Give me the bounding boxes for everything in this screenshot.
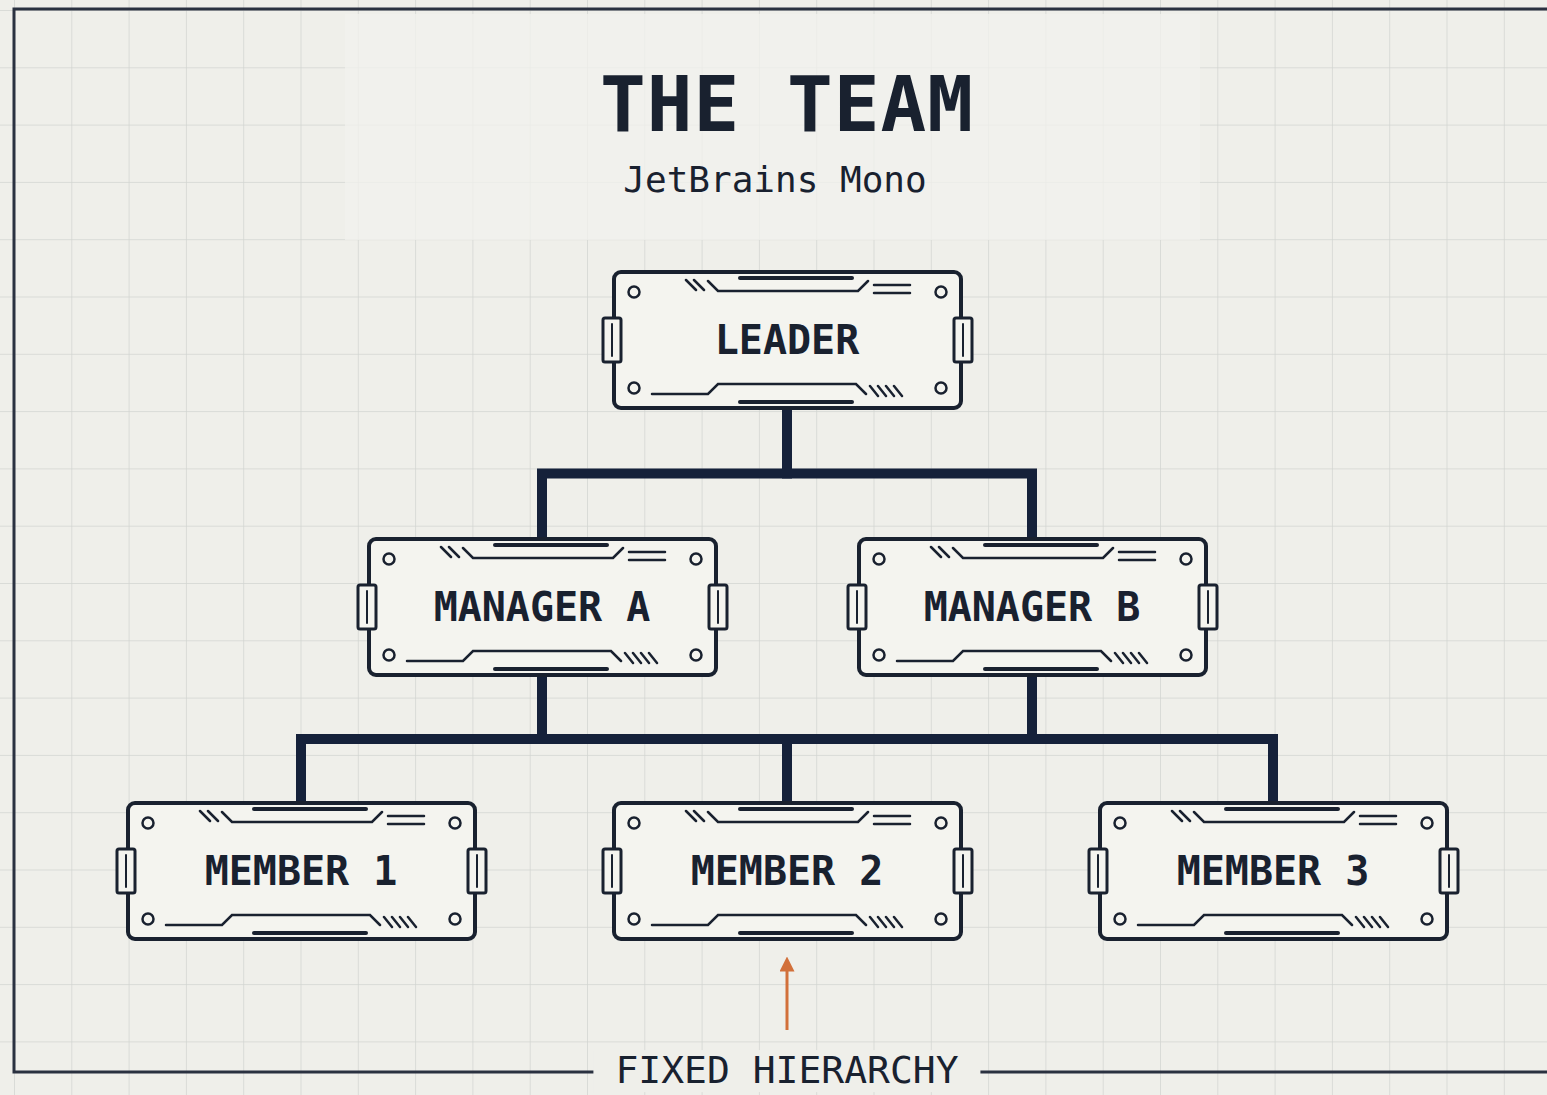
side-tab-line <box>611 855 613 887</box>
rivet-dot <box>873 650 884 661</box>
side-tab-line <box>717 591 719 623</box>
side-tab <box>1089 849 1107 893</box>
hierarchy-connector <box>787 677 1032 801</box>
hierarchy-connector <box>301 677 1032 801</box>
bottom-bar <box>254 931 366 935</box>
rivet-dot <box>935 914 946 925</box>
side-tab-line <box>962 855 964 887</box>
side-tab-line <box>476 855 478 887</box>
rivet-dot <box>628 287 639 298</box>
hierarchy-connector <box>787 410 1032 537</box>
side-tab <box>1199 585 1217 629</box>
diagram-caption: FIXED HIERARCHY <box>593 1050 980 1092</box>
rivet-dot <box>1114 818 1125 829</box>
team-box: MEMBER 3 <box>1098 801 1449 941</box>
box-label: MEMBER 1 <box>205 848 398 894</box>
rivet-dot <box>690 554 701 565</box>
bottom-bar <box>495 667 607 671</box>
top-bar <box>985 543 1097 547</box>
bottom-bar <box>1226 931 1338 935</box>
rivet-dot <box>449 914 460 925</box>
circuit-trace <box>407 651 657 663</box>
circuit-trace <box>897 651 1147 663</box>
team-box: MANAGER A <box>367 537 718 677</box>
side-tab-line <box>1207 591 1209 623</box>
hierarchy-connector <box>1032 677 1273 801</box>
rivet-dot <box>1421 914 1432 925</box>
circuit-trace <box>166 915 416 927</box>
team-box: MANAGER B <box>857 537 1208 677</box>
top-bar <box>740 807 852 811</box>
circuit-trace <box>652 915 902 927</box>
box-label: MANAGER B <box>924 584 1141 630</box>
rivet-dot <box>1421 818 1432 829</box>
box-label: MANAGER A <box>434 584 651 630</box>
team-box: MEMBER 1 <box>126 801 477 941</box>
rivet-dot <box>628 818 639 829</box>
pointer-arrow <box>786 964 789 1030</box>
box-label: MEMBER 3 <box>1177 848 1370 894</box>
diagram-title: THE TEAM <box>600 63 974 147</box>
rivet-dot <box>1180 554 1191 565</box>
circuit-trace <box>441 547 665 560</box>
side-tab-line <box>125 855 127 887</box>
rivet-dot <box>628 383 639 394</box>
bottom-bar <box>740 400 852 404</box>
circuit-trace <box>686 280 910 293</box>
circuit-trace <box>931 547 1155 560</box>
rivet-dot <box>690 650 701 661</box>
side-tab <box>603 318 621 362</box>
top-bar <box>495 543 607 547</box>
side-tab <box>603 849 621 893</box>
subtitle-label: JetBrains Mono <box>623 160 926 200</box>
side-tab-line <box>1448 855 1450 887</box>
rivet-dot <box>1114 914 1125 925</box>
side-tab-line <box>962 324 964 356</box>
team-box: MEMBER 2 <box>612 801 963 941</box>
side-tab <box>468 849 486 893</box>
top-bar <box>1226 807 1338 811</box>
team-box: LEADER <box>612 270 963 410</box>
side-tab <box>954 318 972 362</box>
rivet-dot <box>873 554 884 565</box>
side-tab-line <box>366 591 368 623</box>
top-bar <box>740 276 852 280</box>
side-tab <box>848 585 866 629</box>
rivet-dot <box>1180 650 1191 661</box>
rivet-dot <box>628 914 639 925</box>
rivet-dot <box>935 383 946 394</box>
side-tab <box>358 585 376 629</box>
side-tab <box>709 585 727 629</box>
side-tab <box>117 849 135 893</box>
circuit-trace <box>1172 811 1396 824</box>
circuit-trace <box>200 811 424 824</box>
rivet-dot <box>142 914 153 925</box>
side-tab <box>954 849 972 893</box>
side-tab-line <box>1097 855 1099 887</box>
box-label: MEMBER 2 <box>691 848 884 894</box>
bottom-bar <box>740 931 852 935</box>
side-tab-line <box>611 324 613 356</box>
bottom-bar <box>985 667 1097 671</box>
top-bar <box>254 807 366 811</box>
hierarchy-connector <box>542 410 787 537</box>
rivet-dot <box>449 818 460 829</box>
box-label: LEADER <box>715 317 860 363</box>
side-tab <box>1440 849 1458 893</box>
circuit-trace <box>1138 915 1388 927</box>
title-patch <box>345 14 1200 240</box>
circuit-trace <box>686 811 910 824</box>
rivet-dot <box>383 554 394 565</box>
frame-border <box>14 9 1547 1072</box>
rivet-dot <box>935 287 946 298</box>
rivet-dot <box>383 650 394 661</box>
side-tab-line <box>856 591 858 623</box>
rivet-dot <box>142 818 153 829</box>
circuit-trace <box>652 384 902 396</box>
rivet-dot <box>935 818 946 829</box>
